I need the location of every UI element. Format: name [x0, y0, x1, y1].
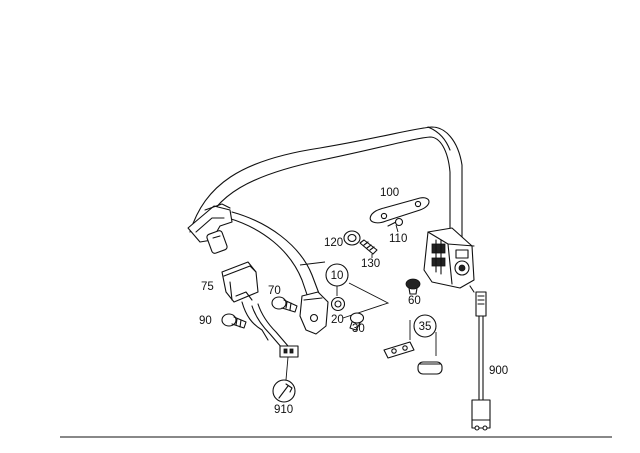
anchor-bolt-part-70: [271, 296, 298, 313]
wrench-icon: [272, 356, 296, 403]
bolt-part-130: [359, 239, 378, 258]
lower-anchor-plate: [299, 291, 329, 335]
callout-100: 100: [380, 187, 399, 199]
screw-part-110: [387, 217, 404, 233]
callout-120: 120: [324, 237, 343, 249]
seat-belt-webbing: [189, 126, 463, 319]
callout-900: 900: [489, 365, 508, 377]
buckle-wire-harness: [251, 303, 299, 358]
callout-910: 910: [274, 404, 293, 416]
callout-90: 90: [199, 315, 212, 327]
callout-30: 30: [352, 323, 365, 335]
bolt-part-60: [405, 278, 421, 295]
callout-60: 60: [408, 295, 421, 307]
nut-part-20: [330, 296, 346, 312]
bolt-part-30: [349, 312, 365, 331]
callout-110: 110: [389, 233, 407, 245]
belt-guide-fitting: [187, 203, 233, 254]
washer-part-120: [343, 230, 361, 246]
seat-belt-buckle-part-75: [221, 261, 269, 341]
callout-20: 20: [331, 314, 344, 326]
sensor-cable-part-900: [471, 291, 491, 431]
callout-130: 130: [361, 258, 380, 270]
cover-caps-part-35: [383, 314, 443, 375]
callout-10: 10: [331, 270, 344, 282]
callout-labels: 10 20 30 35 60 70 75 90 100 110 120 130 …: [199, 187, 508, 416]
callout-70: 70: [268, 285, 281, 297]
callout-75: 75: [201, 281, 214, 293]
callout-35: 35: [419, 321, 432, 333]
wire-loop-part-100: [369, 197, 430, 224]
bolt-part-90: [221, 313, 247, 329]
belt-retractor: [423, 227, 475, 293]
